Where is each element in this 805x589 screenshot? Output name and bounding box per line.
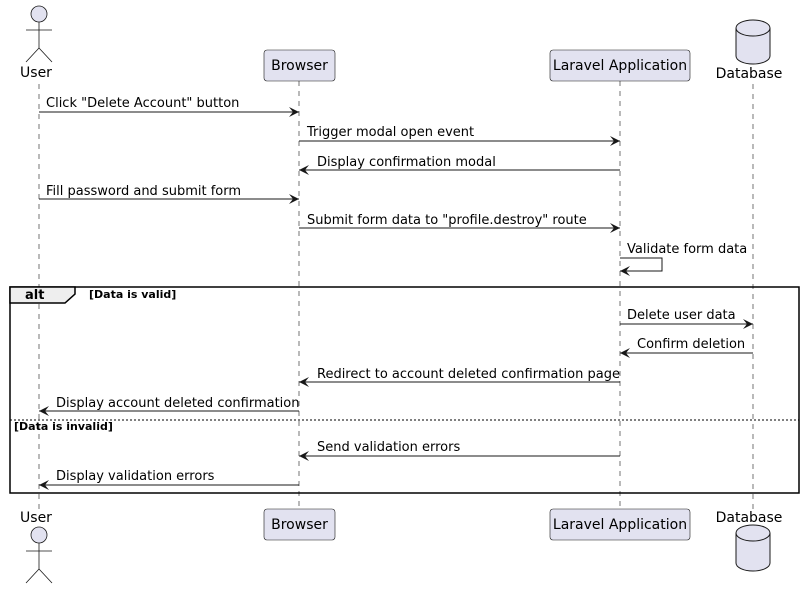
participant-label-user-bottom: User <box>20 510 52 526</box>
message-1: Click "Delete Account" button <box>39 96 299 117</box>
participant-label-laravel-bottom: Laravel Application <box>553 517 687 533</box>
message-5: Submit form data to "profile.destroy" ro… <box>299 213 620 233</box>
participant-label-browser-bottom: Browser <box>271 517 328 533</box>
message-9: Redirect to account deleted confirmation… <box>299 367 620 387</box>
message-label: Display account deleted confirmation <box>56 396 300 411</box>
participant-browser-bottom: Browser <box>263 508 336 541</box>
alt-fragment: alt [Data is valid] [Data is invalid] <box>9 286 800 494</box>
alt-condition-valid: [Data is valid] <box>89 288 176 301</box>
database-icon-top: Database <box>716 19 783 82</box>
message-label: Confirm deletion <box>637 337 745 352</box>
message-8: Confirm deletion <box>620 337 753 358</box>
message-label: Validate form data <box>627 242 747 257</box>
participant-browser-top: Browser <box>263 49 336 82</box>
message-6-self: Validate form data <box>620 242 747 276</box>
message-7: Delete user data <box>620 308 753 329</box>
alt-keyword: alt <box>25 288 44 303</box>
message-label: Click "Delete Account" button <box>46 96 239 111</box>
message-label: Display validation errors <box>56 469 215 484</box>
message-2: Trigger modal open event <box>299 125 620 146</box>
participant-label-laravel: Laravel Application <box>553 58 687 74</box>
participant-label-user: User <box>20 65 52 81</box>
message-label: Redirect to account deleted confirmation… <box>317 367 620 382</box>
message-label: Send validation errors <box>317 440 460 455</box>
message-label: Delete user data <box>627 308 736 323</box>
message-12: Display validation errors <box>39 469 299 490</box>
message-label: Submit form data to "profile.destroy" ro… <box>307 213 587 228</box>
participant-laravel-bottom: Laravel Application <box>549 508 691 541</box>
participant-label-database-bottom: Database <box>716 510 783 526</box>
message-11: Send validation errors <box>299 440 620 461</box>
message-4: Fill password and submit form <box>39 184 299 204</box>
actor-user-top: User <box>20 5 53 81</box>
alt-condition-invalid: [Data is invalid] <box>14 420 113 433</box>
participant-label-database: Database <box>716 66 783 82</box>
participant-label-browser: Browser <box>271 58 328 74</box>
message-10: Display account deleted confirmation <box>39 396 300 416</box>
actor-user-bottom: User <box>20 510 53 584</box>
message-label: Display confirmation modal <box>317 155 496 170</box>
message-label: Fill password and submit form <box>46 184 241 199</box>
message-label: Trigger modal open event <box>306 125 474 140</box>
participant-laravel-top: Laravel Application <box>549 49 691 82</box>
database-icon-bottom: Database <box>716 510 783 572</box>
message-3: Display confirmation modal <box>299 155 620 175</box>
